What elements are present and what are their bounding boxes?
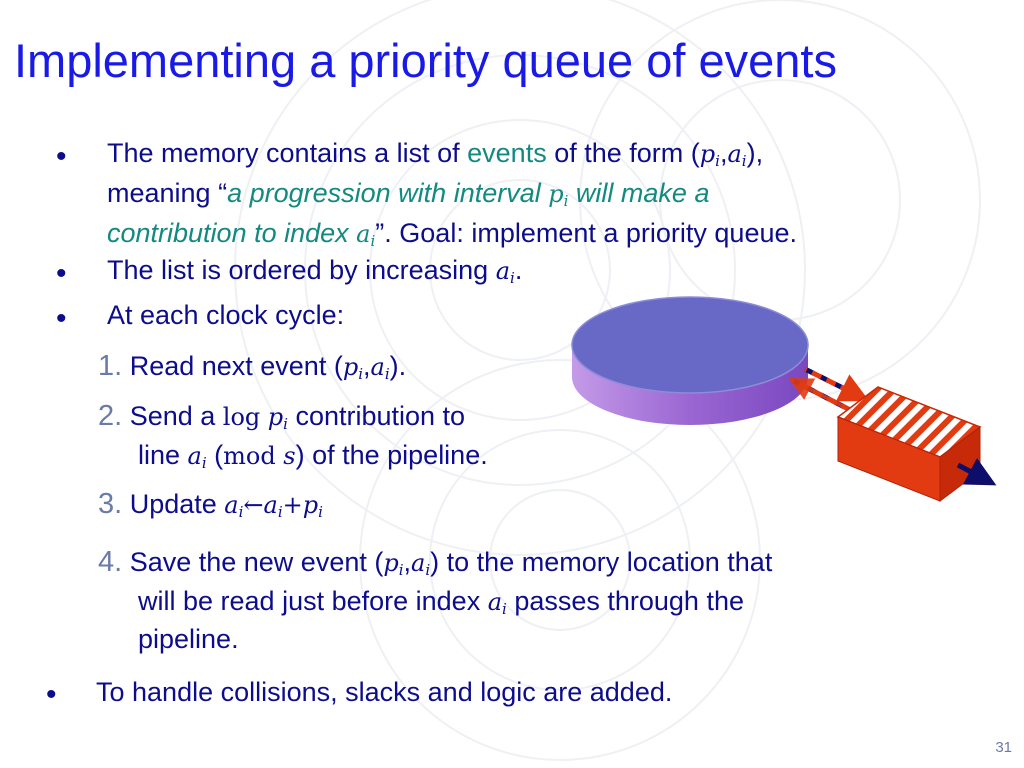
- memory-pipeline-diagram: [571, 296, 997, 502]
- math-a: a: [487, 588, 503, 616]
- math-p: p: [267, 403, 284, 431]
- bullet-marker: •: [46, 678, 57, 711]
- math-sub-i: i: [502, 600, 507, 618]
- math-sub-i: i: [384, 365, 390, 383]
- step-2-line-1: 2. Send a log pi contribution to: [98, 400, 465, 433]
- page-title: Implementing a priority queue of events: [14, 34, 837, 87]
- math-sub-i: i: [238, 503, 244, 521]
- text: of the form (: [546, 138, 700, 168]
- math-plus: +: [282, 491, 303, 519]
- text: ) of the pipeline.: [295, 440, 488, 470]
- text: ),: [746, 138, 764, 168]
- math-log: log: [222, 403, 261, 431]
- bullet-marker: •: [56, 257, 67, 290]
- math-sub-i: i: [370, 232, 376, 250]
- text: The list is ordered by increasing: [107, 255, 496, 285]
- bullet-1-line-3: contribution to index ai”. Goal: impleme…: [107, 218, 797, 250]
- math-p: p: [302, 491, 319, 519]
- math-sub-i: i: [283, 415, 288, 433]
- math-a: a: [495, 257, 510, 285]
- math-p: p: [548, 180, 564, 208]
- math-mod: mod: [223, 442, 276, 470]
- math-a: a: [263, 491, 278, 519]
- italic-text: will make a: [568, 178, 710, 208]
- bullet-marker: •: [56, 140, 67, 173]
- text: ,: [719, 138, 728, 168]
- bullet-1-line-1: The memory contains a list of events of …: [107, 138, 763, 170]
- math-a: a: [727, 140, 742, 168]
- text: Update: [122, 489, 225, 519]
- math-sub-i: i: [358, 365, 364, 383]
- math-p: p: [383, 549, 399, 577]
- text: passes through the: [506, 586, 744, 616]
- math-a: a: [356, 220, 371, 248]
- step-number: 3.: [98, 488, 123, 520]
- text: Send a: [122, 401, 223, 431]
- step-3: 3. Update ai←ai+pi: [98, 488, 323, 521]
- bullet-3: At each clock cycle:: [107, 300, 345, 330]
- text: .: [514, 255, 523, 285]
- bullet-2: The list is ordered by increasing ai.: [107, 255, 522, 287]
- bullet-1-line-2: meaning “a progression with interval pi …: [107, 178, 709, 210]
- text: meaning “: [107, 178, 228, 208]
- step-number: 1.: [98, 350, 123, 382]
- math-sub-i: i: [201, 454, 207, 472]
- math-a: a: [224, 491, 239, 519]
- text: (: [214, 440, 224, 470]
- text: ) to the memory location that: [430, 547, 773, 577]
- text: line: [138, 440, 188, 470]
- math-s: s: [283, 442, 296, 470]
- math-arrow: ←: [243, 491, 264, 519]
- bullet-marker: •: [56, 302, 67, 335]
- math-sub-i: i: [563, 192, 569, 210]
- math-a: a: [411, 549, 426, 577]
- text: ,: [363, 351, 371, 381]
- math-p: p: [699, 140, 716, 168]
- step-4-line-1: 4. Save the new event (pi,ai) to the mem…: [98, 546, 772, 579]
- text: ”. Goal: implement a priority queue.: [375, 218, 797, 248]
- math-sub-i: i: [510, 269, 515, 287]
- text: contribution to: [287, 401, 466, 431]
- step-1: 1. Read next event (pi,ai).: [98, 350, 406, 383]
- italic-text: a progression with interval: [227, 178, 549, 208]
- math-sub-i: i: [741, 152, 747, 170]
- text: Read next event (: [122, 351, 343, 381]
- text: ).: [389, 351, 407, 381]
- step-number: 2.: [98, 400, 123, 432]
- math-sub-i: i: [715, 152, 720, 170]
- step-4-line-2: will be read just before index ai passes…: [138, 586, 744, 618]
- math-sub-i: i: [277, 503, 283, 521]
- text: ,: [403, 547, 412, 577]
- math-sub-i: i: [398, 561, 404, 579]
- text: will be read just before index: [138, 586, 488, 616]
- step-number: 4.: [98, 546, 123, 578]
- output-arrow-icon: [956, 458, 997, 486]
- bullet-4: To handle collisions, slacks and logic a…: [96, 677, 673, 707]
- step-4-line-3: pipeline.: [138, 624, 239, 654]
- memory-disk-icon: [571, 296, 809, 425]
- math-p: p: [342, 353, 359, 381]
- italic-text: contribution to index: [107, 218, 357, 248]
- math-sub-i: i: [318, 503, 323, 521]
- math-a: a: [370, 353, 385, 381]
- step-2-line-2: line ai (mod s) of the pipeline.: [138, 440, 488, 472]
- math-a: a: [187, 442, 202, 470]
- text: The memory contains a list of: [107, 138, 468, 168]
- math-sub-i: i: [425, 561, 431, 579]
- text: Save the new event (: [122, 547, 384, 577]
- page-number: 31: [995, 739, 1012, 756]
- events-term: events: [467, 138, 547, 168]
- pipeline-block-icon: [836, 386, 982, 502]
